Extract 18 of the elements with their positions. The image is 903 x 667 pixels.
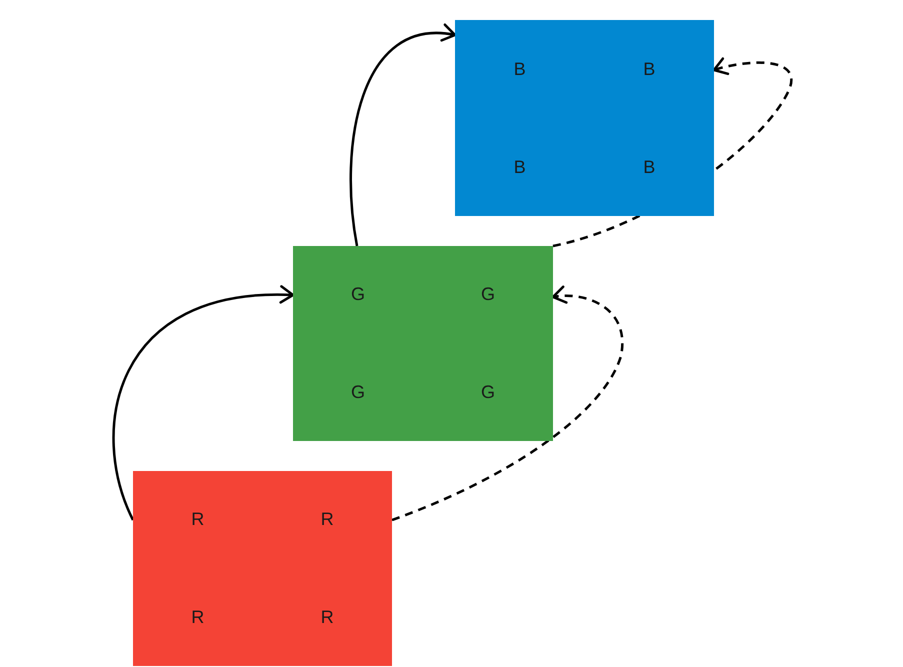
- grid-letter: G: [480, 283, 495, 306]
- dashed-arrow: [392, 286, 624, 522]
- grid-letter: R: [191, 508, 204, 532]
- grid-block: [293, 246, 553, 441]
- grid-letter: G: [480, 380, 495, 404]
- grid-letter: B: [643, 156, 656, 178]
- grid-letter: R: [320, 508, 334, 532]
- grid-letter: B: [514, 58, 526, 80]
- grid-letter: B: [643, 58, 656, 80]
- grid-letter: R: [191, 606, 204, 629]
- grid-block: [133, 471, 392, 666]
- curved-arrow: [112, 286, 294, 520]
- grid-letter: G: [350, 283, 365, 306]
- grid-letter: G: [350, 380, 365, 404]
- grid-letter: B: [514, 156, 526, 178]
- grid-block: [455, 20, 714, 216]
- curved-arrow: [350, 24, 456, 246]
- grid-letter: R: [320, 606, 334, 629]
